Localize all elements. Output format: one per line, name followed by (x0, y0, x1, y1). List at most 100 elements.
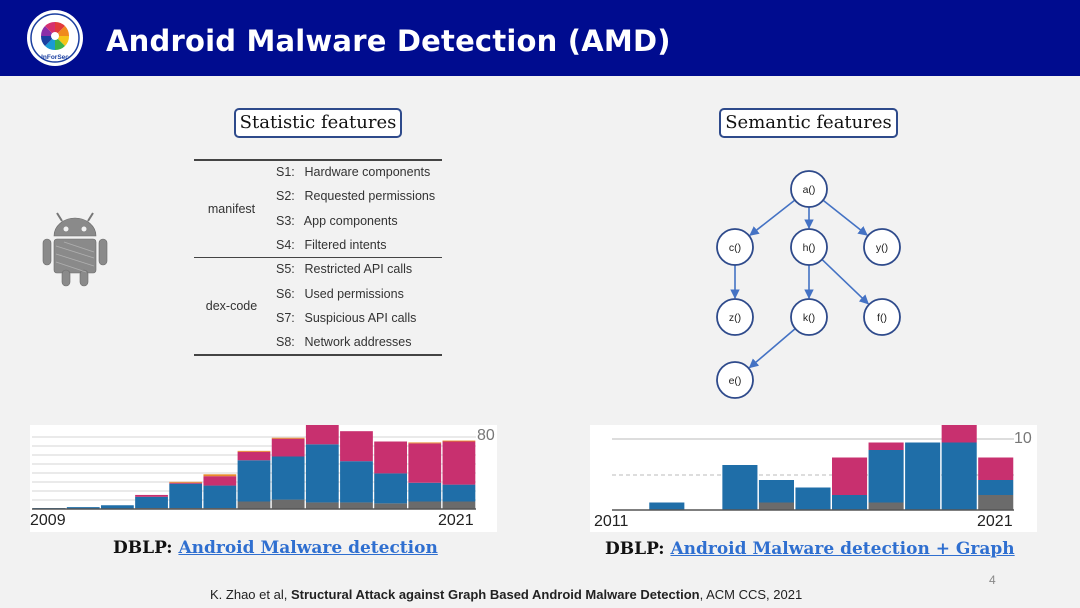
feature-row: S8: Network addresses (276, 335, 411, 349)
graph-node-label: a() (803, 184, 816, 196)
citation-authors: K. Zhao et al, (210, 587, 288, 602)
bar-segment (978, 480, 1014, 495)
bar-segment (271, 456, 305, 500)
y-max-label: 80 (477, 427, 495, 444)
bar-segment (868, 502, 904, 510)
title-bar: InForSec Android Malware Detection (AMD) (0, 0, 1080, 76)
bar-segment (271, 499, 305, 509)
table-bottom-rule (194, 354, 442, 356)
page-title: Android Malware Detection (AMD) (106, 24, 671, 58)
citation-venue: , ACM CCS, 2021 (699, 587, 803, 602)
graph-node (790, 228, 828, 266)
page-number: 4 (989, 573, 996, 587)
bar-segment (305, 444, 339, 503)
semantic-features-label: Semantic features (719, 108, 898, 138)
graph-node-label: h() (803, 242, 816, 254)
feature-code: S8: (276, 335, 295, 349)
feature-code: S2: (276, 189, 295, 203)
y-max-label: 10 (1014, 430, 1032, 447)
x-start-label: 2009 (30, 512, 66, 529)
graph-node-label: f() (877, 312, 887, 324)
bar-segment (442, 440, 476, 442)
chart-android-malware-detection-graph: 2011 2021 10 (590, 420, 1037, 532)
bar-segment (237, 460, 271, 502)
feature-row: S5: Restricted API calls (276, 262, 412, 276)
table-top-rule (194, 159, 442, 161)
feature-code: S5: (276, 262, 295, 276)
graph-node-label: z() (729, 312, 741, 324)
bar-segment (868, 450, 904, 503)
bar-segment (408, 501, 442, 509)
feature-code: S6: (276, 287, 295, 301)
bar-segment (868, 442, 904, 450)
bar-segment (305, 502, 339, 509)
graph-node (790, 298, 828, 336)
feature-row: S6: Used permissions (276, 287, 404, 301)
graph-node-label: k() (803, 312, 815, 324)
logo-text: InForSec (41, 54, 69, 61)
graph-node (863, 298, 901, 336)
graph-edge (748, 328, 796, 369)
bar-segment (340, 431, 373, 462)
feature-name: Filtered intents (304, 238, 387, 252)
bar-segment (203, 474, 237, 477)
feature-code: S7: (276, 311, 295, 325)
bar-segment (978, 495, 1014, 510)
bar-segment (203, 485, 237, 509)
x-end-label: 2021 (977, 513, 1013, 530)
bar-segment (271, 437, 305, 439)
feature-code: S4: (276, 238, 295, 252)
group-dex-code: dex-code (205, 299, 258, 313)
feature-row: S7: Suspicious API calls (276, 311, 416, 325)
bar-segment (941, 442, 977, 510)
bar-segment (340, 502, 373, 509)
android-robot-icon (42, 212, 108, 287)
graph-edge (749, 199, 796, 236)
bar-segment (169, 482, 203, 484)
feature-name: Network addresses (304, 335, 412, 349)
feature-code: S1: (276, 165, 295, 179)
bar-segment (340, 461, 373, 503)
graph-node-label: e() (729, 375, 742, 387)
feature-name: Used permissions (304, 287, 404, 301)
feature-row: S4: Filtered intents (276, 238, 386, 252)
bar-segment (237, 450, 271, 452)
dblp-prefix: DBLP: (113, 538, 173, 558)
chart-android-malware-detection: 2009 2021 80 (30, 422, 497, 532)
feature-name: Restricted API calls (304, 262, 413, 276)
bar-segment (203, 476, 237, 486)
citation-title: Structural Attack against Graph Based An… (290, 587, 700, 602)
statistic-features-label: Statistic features (234, 108, 402, 138)
group-manifest: manifest (207, 202, 256, 216)
bar-segment (758, 480, 794, 503)
bar-segment (408, 443, 442, 483)
bar-segment (374, 441, 408, 474)
feature-name: Hardware components (304, 165, 431, 179)
dblp-prefix: DBLP: (605, 539, 665, 559)
bar-segment (649, 502, 685, 510)
graph-edge (822, 199, 868, 236)
bar-segment (305, 423, 339, 445)
feature-code: S3: (276, 214, 295, 228)
bar-segment (442, 501, 476, 509)
bar-segment (66, 507, 100, 509)
bar-segment (169, 481, 203, 483)
table-mid-rule (194, 257, 442, 258)
bar-segment (271, 438, 305, 457)
graph-node (790, 170, 828, 208)
inforsec-logo: InForSec (27, 10, 83, 66)
bar-segment (169, 483, 203, 509)
dblp-link-android-malware-detection[interactable]: Android Malware detection (178, 538, 438, 558)
graph-node-label: y() (876, 242, 888, 254)
x-start-label: 2011 (594, 513, 629, 530)
feature-name: Requested permissions (304, 189, 436, 203)
statistic-feature-table: manifest dex-code S1: Hardware component… (194, 159, 442, 356)
bar-segment (237, 451, 271, 461)
call-graph: a()c()h()y()z()k()f()e() (716, 170, 901, 399)
bar-segment (941, 420, 977, 443)
bar-segment (408, 482, 442, 502)
bar-segment (374, 473, 408, 504)
feature-row: S1: Hardware components (276, 165, 430, 179)
dblp-link-android-malware-detection-graph[interactable]: Android Malware detection + Graph (670, 539, 1015, 559)
graph-edge (821, 258, 869, 305)
